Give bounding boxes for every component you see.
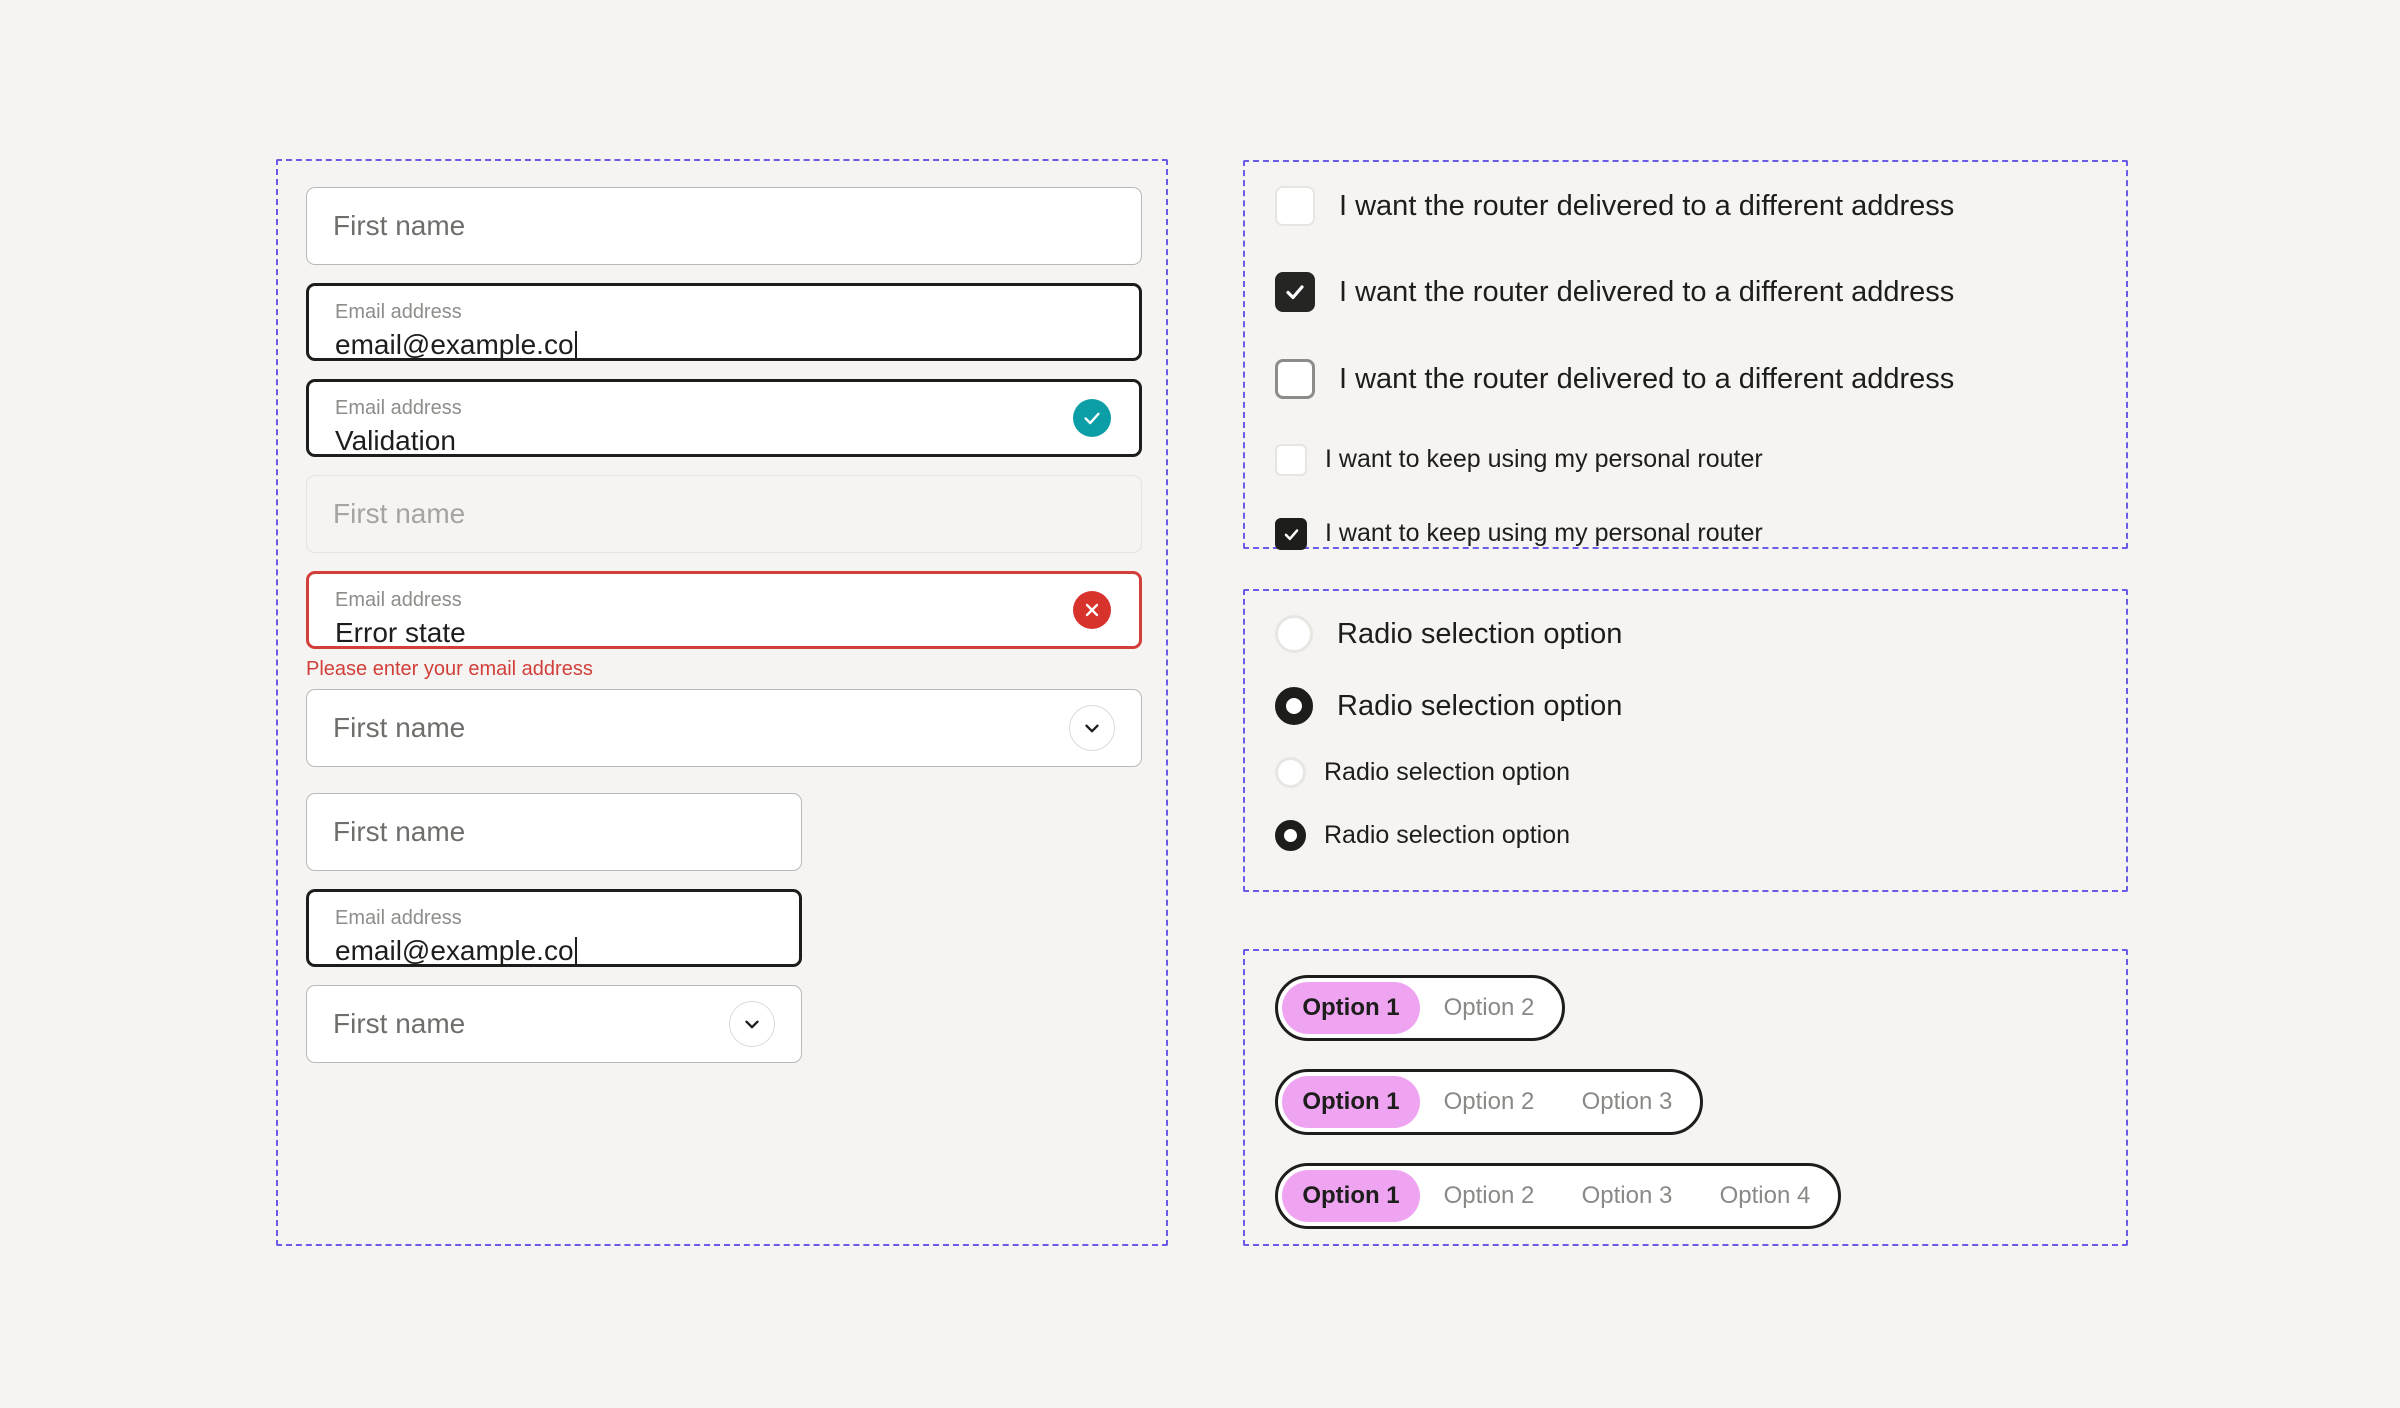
radio-row[interactable]: Radio selection option: [1275, 615, 1622, 653]
checkbox-label: I want the router delivered to a differe…: [1339, 362, 1955, 395]
email-input-narrow-value: email@example.co: [335, 934, 773, 968]
checkbox-empty-icon[interactable]: [1275, 359, 1315, 399]
chevron-down-icon[interactable]: [729, 1001, 775, 1047]
email-error-message: Please enter your email address: [306, 658, 593, 680]
field-spacer: [306, 457, 1142, 475]
checkbox-label: I want the router delivered to a differe…: [1339, 189, 1955, 222]
checkbox-list: I want the router delivered to a differe…: [1275, 186, 1954, 550]
radio-empty-icon[interactable]: [1275, 615, 1313, 653]
form-field-stack: First name Email address email@example.c…: [306, 187, 1142, 1063]
segment-option[interactable]: Option 3: [1558, 1170, 1696, 1222]
field-spacer: [306, 967, 1142, 985]
check-circle-icon: [1073, 399, 1111, 437]
email-input-focused-label: Email address: [335, 301, 462, 323]
chevron-down-icon[interactable]: [1069, 705, 1115, 751]
checkbox-row[interactable]: I want the router delivered to a differe…: [1275, 359, 1954, 399]
segment-option[interactable]: Option 4: [1696, 1170, 1834, 1222]
first-name-disabled-placeholder: First name: [333, 498, 466, 530]
segment-option[interactable]: Option 2: [1420, 1170, 1558, 1222]
first-name-select-placeholder: First name: [333, 712, 466, 744]
radio-row[interactable]: Radio selection option: [1275, 687, 1622, 725]
first-name-select-wide[interactable]: First name: [306, 689, 1142, 767]
field-spacer: [306, 553, 1142, 571]
radio-selected-icon[interactable]: [1275, 820, 1306, 852]
text-caret: [574, 330, 577, 359]
segment-option[interactable]: Option 1: [1282, 982, 1420, 1034]
first-name-select-narrow-placeholder: First name: [333, 1008, 466, 1040]
email-input-validated-label: Email address: [335, 397, 462, 419]
first-name-input-disabled: First name: [306, 475, 1142, 553]
field-spacer: [306, 767, 1142, 793]
segment-option[interactable]: Option 2: [1420, 982, 1558, 1034]
checkbox-checked-icon[interactable]: [1275, 518, 1307, 550]
segment-option[interactable]: Option 3: [1558, 1076, 1696, 1128]
segment-option[interactable]: Option 1: [1282, 1170, 1420, 1222]
radio-row[interactable]: Radio selection option: [1275, 820, 1622, 852]
email-input-focused[interactable]: Email address email@example.co: [306, 283, 1142, 361]
radio-label: Radio selection option: [1324, 821, 1570, 850]
radio-empty-icon[interactable]: [1275, 757, 1306, 789]
radio-label: Radio selection option: [1337, 689, 1623, 722]
radio-selected-icon[interactable]: [1275, 687, 1313, 725]
error-circle-icon: [1073, 591, 1111, 629]
segment-option[interactable]: Option 2: [1420, 1076, 1558, 1128]
email-input-focused-value: email@example.co: [335, 328, 1113, 362]
email-input-validated-value: Validation: [335, 425, 456, 456]
checkbox-checked-icon[interactable]: [1275, 272, 1315, 312]
radio-label: Radio selection option: [1337, 617, 1623, 650]
first-name-placeholder: First name: [333, 210, 466, 242]
field-spacer: [306, 361, 1142, 379]
email-input-focused-text: email@example.co: [335, 329, 574, 360]
first-name-input-default[interactable]: First name: [306, 187, 1142, 265]
email-input-error-value: Error state: [335, 617, 466, 648]
email-input-narrow-focused[interactable]: Email address email@example.co: [306, 889, 802, 967]
email-input-error[interactable]: Email address Error state: [306, 571, 1142, 649]
field-spacer: [306, 265, 1142, 283]
first-name-select-narrow[interactable]: First name: [306, 985, 802, 1063]
email-input-narrow-text: email@example.co: [335, 935, 574, 966]
checkbox-row[interactable]: I want to keep using my personal router: [1275, 444, 1954, 476]
first-name-narrow-placeholder: First name: [333, 816, 466, 848]
checkbox-spec-group: I want the router delivered to a differe…: [1243, 160, 2128, 550]
first-name-input-narrow[interactable]: First name: [306, 793, 802, 871]
checkbox-empty-icon[interactable]: [1275, 186, 1315, 226]
checkbox-label: I want to keep using my personal router: [1325, 519, 1763, 548]
email-input-narrow-label: Email address: [335, 907, 462, 929]
email-input-error-label: Email address: [335, 589, 462, 611]
checkbox-label: I want the router delivered to a differe…: [1339, 275, 1955, 308]
radio-row[interactable]: Radio selection option: [1275, 757, 1622, 789]
checkbox-label: I want to keep using my personal router: [1325, 445, 1763, 474]
radio-label: Radio selection option: [1324, 758, 1570, 786]
segment-option[interactable]: Option 1: [1282, 1076, 1420, 1128]
checkbox-empty-icon[interactable]: [1275, 444, 1307, 476]
checkbox-row[interactable]: I want to keep using my personal router: [1275, 518, 1954, 550]
text-caret: [574, 936, 577, 965]
field-spacer: [306, 871, 1142, 889]
form-fields-spec-group: First name Email address email@example.c…: [276, 159, 1168, 1246]
email-input-validated[interactable]: Email address Validation: [306, 379, 1142, 457]
checkbox-row[interactable]: I want the router delivered to a differe…: [1275, 272, 1954, 312]
checkbox-row[interactable]: I want the router delivered to a differe…: [1275, 186, 1954, 226]
